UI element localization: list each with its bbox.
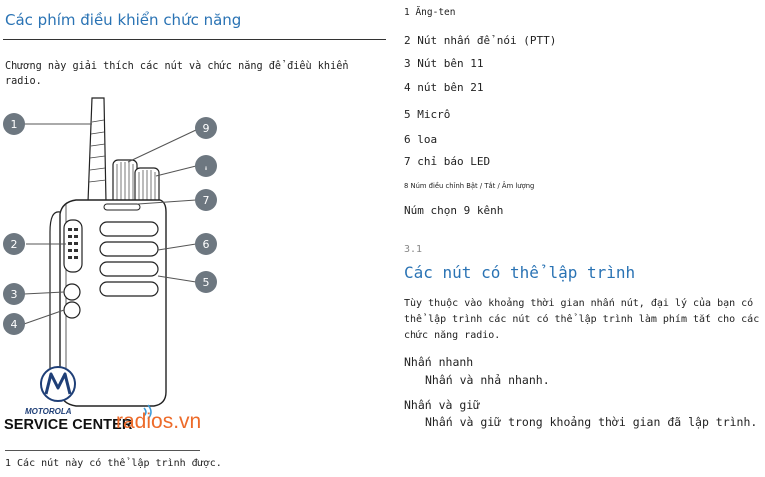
led-indicator <box>103 203 141 211</box>
list-item: 7 chỉ báo LED <box>404 155 491 168</box>
callout-8: 8 <box>195 155 217 177</box>
callout-1: 1 <box>3 113 25 135</box>
side-button-1 <box>63 283 81 301</box>
list-item: 5 Micrô <box>404 108 451 121</box>
list-item: 6 loa <box>404 133 438 146</box>
channel-knob <box>112 159 138 205</box>
list-item: 4 nút bên 21 <box>404 81 484 94</box>
svg-text:7: 7 <box>203 194 210 207</box>
motorola-logo-icon <box>40 366 152 420</box>
list-item: Núm chọn 9 kênh <box>404 204 504 217</box>
press-long-label: Nhấn và giữ <box>404 398 481 412</box>
ptt-button <box>63 219 83 273</box>
footnote: 1 Các nút này có thể lập trình được. <box>5 458 222 469</box>
callout-2: 2 <box>3 233 25 255</box>
callout-6: 6 <box>195 233 217 255</box>
svg-text:3: 3 <box>11 288 18 301</box>
footnote-divider <box>5 450 200 451</box>
antenna <box>87 97 107 203</box>
svg-text:4: 4 <box>11 318 18 331</box>
side-button-2 <box>63 301 81 319</box>
svg-text:6: 6 <box>203 238 210 251</box>
svg-text:1: 1 <box>11 118 18 131</box>
svg-text:5: 5 <box>203 276 210 289</box>
volume-knob <box>134 167 160 205</box>
callout-3: 3 <box>3 283 25 305</box>
page-heading: Các phím điều khiển chức năng <box>5 11 242 29</box>
section-title: Các nút có thể lập trình <box>404 263 636 282</box>
callout-4: 4 <box>3 313 25 335</box>
callout-9: 9 <box>195 117 217 139</box>
section-number: 3.1 <box>404 244 423 255</box>
logo-brand: MOTOROLA <box>25 407 72 416</box>
logo-site: radios.vn <box>116 410 202 433</box>
press-short-label: Nhấn nhanh <box>404 355 474 369</box>
intro-paragraph: Chương này giải thích các nút và chức nă… <box>5 61 349 87</box>
list-item: 8 Núm điều chỉnh Bật / Tắt / Âm lượng <box>404 182 535 190</box>
section-body: Tùy thuộc vào khoảng thời gian nhấn nút,… <box>404 298 760 341</box>
callout-5: 5 <box>195 271 217 293</box>
list-item: 1 Ăng-ten <box>404 7 456 18</box>
svg-text:2: 2 <box>11 238 18 251</box>
list-item: 2 Nút nhấn để nói (PTT) <box>404 34 557 47</box>
radio-diagram: 1 2 3 4 5 6 7 9 8 <box>3 97 217 407</box>
svg-text:8: 8 <box>205 166 208 171</box>
press-short-description: Nhấn và nhả nhanh. <box>425 373 550 387</box>
svg-text:9: 9 <box>203 122 210 135</box>
heading-divider <box>3 39 386 40</box>
logo-service-center: SERVICE CENTER <box>4 417 133 433</box>
press-long-description: Nhấn và giữ trong khoảng thời gian đã lậ… <box>425 415 758 429</box>
speaker-grille <box>99 221 159 297</box>
callout-7: 7 <box>195 189 217 211</box>
list-item: 3 Nút bên 11 <box>404 57 484 70</box>
